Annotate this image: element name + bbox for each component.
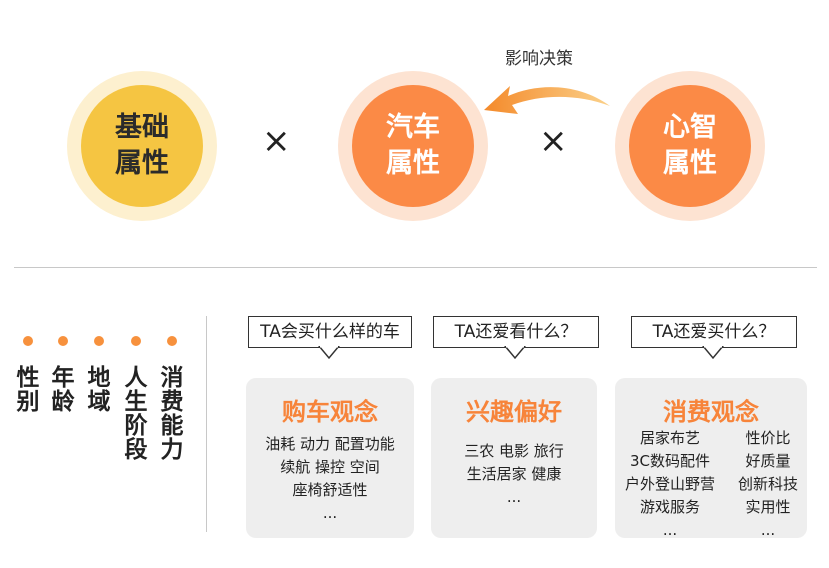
card-line: 户外登山野营 — [624, 475, 715, 493]
card-line: 居家布艺 — [639, 429, 700, 447]
attr-region: 地域 — [87, 365, 111, 415]
card-line: 好质量 — [745, 452, 791, 470]
card-line: 续航 操控 空间 — [280, 458, 380, 476]
card-right-column: 性价比 好质量 创新科技 实用性 ... — [727, 427, 809, 542]
multiply-symbol: × — [262, 121, 291, 161]
card-title: 购车观念 — [282, 398, 378, 426]
bullet-dot — [94, 336, 104, 346]
card-title: 消费观念 — [663, 398, 759, 426]
card-line: 实用性 — [745, 498, 791, 516]
bubble-tail-icon — [318, 346, 340, 360]
bubble-tail-icon — [702, 346, 724, 360]
circle-label-line1: 汽车 — [386, 112, 440, 143]
bullet-dot — [23, 336, 33, 346]
attr-gender: 性别 — [16, 365, 40, 415]
mind-attribute-circle: 心智 属性 — [615, 71, 765, 221]
card-interest-preference: 兴趣偏好 三农 电影 旅行 生活居家 健康 ... — [431, 378, 597, 538]
card-line: 游戏服务 — [639, 498, 700, 516]
card-line: ... — [322, 504, 338, 522]
card-car-concept: 购车观念 油耗 动力 配置功能 续航 操控 空间 座椅舒适性 ... — [246, 378, 414, 538]
circle-label-line1: 基础 — [115, 112, 169, 143]
question-bubble: TA还爱买什么？ — [631, 316, 797, 348]
circle-label-line2: 属性 — [115, 148, 169, 179]
mind-attribute-core: 心智 属性 — [629, 85, 751, 207]
card-line: 生活居家 健康 — [466, 465, 562, 483]
bullet-dot — [167, 336, 177, 346]
multiply-symbol: × — [539, 121, 568, 161]
card-line: 创新科技 — [737, 475, 798, 493]
attr-life-stage: 人生阶段 — [124, 365, 148, 463]
card-line: 座椅舒适性 — [292, 481, 368, 499]
card-consumption-concept: 消费观念 居家布艺 3C数码配件 户外登山野营 游戏服务 ... 性价比 好质量… — [615, 378, 807, 539]
question-bubble: TA还爱看什么？ — [433, 316, 599, 348]
card-line: ... — [506, 488, 522, 506]
card-title: 兴趣偏好 — [466, 398, 562, 426]
section-divider — [14, 267, 817, 268]
circle-label-line2: 属性 — [386, 148, 440, 179]
basic-attribute-core: 基础 属性 — [81, 85, 203, 207]
card-content: 油耗 动力 配置功能 续航 操控 空间 座椅舒适性 ... — [246, 433, 414, 525]
card-line: 油耗 动力 配置功能 — [265, 435, 395, 453]
circle-label-line2: 属性 — [663, 148, 717, 179]
card-line: ... — [662, 521, 678, 539]
influence-label: 影响决策 — [505, 49, 573, 69]
card-line: 性价比 — [745, 429, 791, 447]
card-left-column: 居家布艺 3C数码配件 户外登山野营 游戏服务 ... — [615, 427, 725, 542]
column-divider — [206, 316, 207, 532]
car-attribute-core: 汽车 属性 — [352, 85, 474, 207]
card-line: 三农 电影 旅行 — [464, 442, 564, 460]
basic-attribute-circle: 基础 属性 — [67, 71, 217, 221]
question-bubble: TA会买什么样的车 — [248, 316, 412, 348]
attr-age: 年龄 — [51, 365, 75, 415]
car-attribute-circle: 汽车 属性 — [338, 71, 488, 221]
attr-spending-power: 消费能力 — [160, 365, 184, 463]
card-content: 三农 电影 旅行 生活居家 健康 ... — [431, 440, 597, 509]
influence-arrow-icon — [484, 86, 610, 114]
bullet-dot — [58, 336, 68, 346]
circle-label-line1: 心智 — [663, 112, 717, 143]
card-line: 3C数码配件 — [629, 452, 711, 470]
card-line: ... — [760, 521, 776, 539]
bubble-tail-icon — [504, 346, 526, 360]
bullet-dot — [131, 336, 141, 346]
